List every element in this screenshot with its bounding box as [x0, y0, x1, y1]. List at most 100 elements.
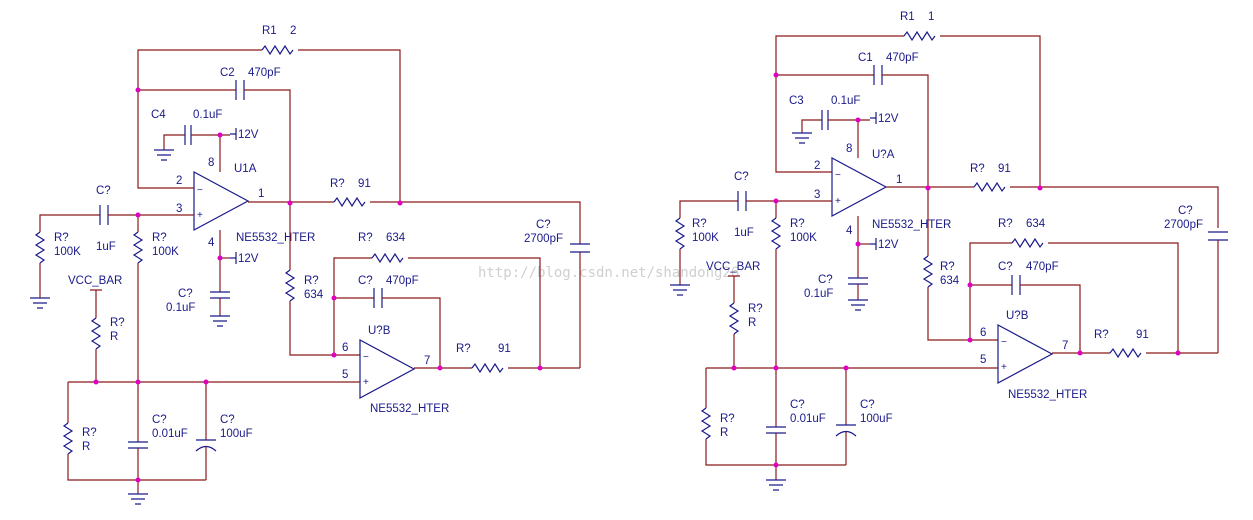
- v12-bot-left: 12V: [238, 253, 259, 265]
- capacitor-cbot-left: [210, 291, 230, 299]
- ub-label-right: U?B: [1006, 310, 1029, 322]
- capacitor-c2700-right: [1208, 231, 1228, 241]
- c2-val-left: 470pF: [248, 67, 281, 79]
- rr2-val-right: R: [720, 427, 728, 439]
- r100b-ref-left: R?: [152, 232, 167, 244]
- opamp-ub-right: [997, 323, 1054, 385]
- resistor-r634a-right: [1011, 237, 1044, 249]
- resistor-rr2-right: [700, 407, 712, 440]
- r1-val-right: 1: [928, 11, 934, 23]
- ne5532-1-right: NE5532_HTER: [872, 219, 951, 231]
- r100a-val-left: 100K: [54, 246, 81, 258]
- c3-ref-right: C3: [789, 95, 804, 107]
- c1-ref-right: C1: [858, 52, 873, 64]
- capacitor-cin-right: [737, 191, 747, 211]
- capacitor-c001-right: [766, 426, 786, 434]
- opamp-ua-right: [831, 156, 888, 218]
- left-circuit: R1 2 C2 470pF C4 0.1uF 12V − + 8 4 2 3 1…: [30, 25, 590, 505]
- resistor-r1-right: [903, 30, 936, 42]
- r91b-ref-right: R?: [1094, 329, 1109, 341]
- r634b-ref-right: R?: [940, 261, 955, 273]
- right-circuit: R1 1 C1 470pF C3 0.1uF 12V − + 8 4 2 3 1…: [670, 11, 1228, 491]
- pin7-right: 7: [1062, 340, 1068, 352]
- r634a-val-left: 634: [386, 232, 406, 244]
- c100u-val-right: 100uF: [860, 413, 893, 425]
- r91a-ref-right: R?: [970, 163, 985, 175]
- r91a-val-left: 91: [358, 178, 371, 190]
- resistor-r634b-left: [284, 269, 296, 302]
- rr2-ref-right: R?: [720, 413, 735, 425]
- r100b-val-left: 100K: [152, 246, 179, 258]
- ne5532-2-right: NE5532_HTER: [1008, 389, 1087, 401]
- r634b-ref-left: R?: [304, 275, 319, 287]
- pin7-left: 7: [424, 355, 430, 367]
- ground-r100a-left: [30, 297, 50, 309]
- resistor-r91a-right: [973, 181, 1006, 193]
- pin2-right: 2: [814, 160, 820, 172]
- cbot-val-right: 0.1uF: [804, 288, 833, 300]
- c4-val-left: 0.1uF: [193, 109, 222, 121]
- vcc-bar-left: VCC_BAR: [68, 275, 122, 287]
- resistor-r1-left: [261, 44, 294, 56]
- supply-12v-top-right: [870, 112, 877, 124]
- ub-minus-left: −: [363, 352, 369, 363]
- capacitor-cbot-right: [848, 277, 868, 285]
- c470b-val-right: 470pF: [1026, 261, 1059, 273]
- cin-val-left: 1uF: [96, 241, 116, 253]
- ub-label-left: U?B: [368, 325, 391, 337]
- ne5532-1-left: NE5532_HTER: [236, 232, 315, 244]
- pin3-right: 3: [814, 189, 820, 201]
- ub-plus-right: +: [1001, 362, 1007, 373]
- r634b-val-left: 634: [304, 289, 324, 301]
- pin8-right: 8: [846, 143, 852, 155]
- ua-label-right: U?A: [872, 149, 895, 161]
- ground-bottom-right: [766, 479, 786, 491]
- c2700-val-left: 2700pF: [524, 233, 563, 245]
- v12-bot-right: 12V: [878, 239, 899, 251]
- c470b-ref-right: C?: [998, 261, 1013, 273]
- resistor-r100a-left: [34, 231, 46, 264]
- rr2-val-left: R: [82, 441, 90, 453]
- resistor-r91b-right: [1109, 347, 1142, 359]
- cin-ref-left: C?: [96, 185, 111, 197]
- r100a-ref-left: R?: [54, 232, 69, 244]
- rr1-ref-left: R?: [110, 317, 125, 329]
- ground-bottom-left: [128, 493, 148, 505]
- c100u-ref-right: C?: [860, 399, 875, 411]
- ground-c4-left: [154, 149, 174, 161]
- c001-ref-left: C?: [152, 414, 167, 426]
- rr1-ref-right: R?: [748, 303, 763, 315]
- v12-top-right: 12V: [878, 113, 899, 125]
- c2-ref-left: C2: [220, 67, 235, 79]
- cin-ref-right: C?: [734, 171, 749, 183]
- r91b-val-right: 91: [1136, 329, 1149, 341]
- c100u-ref-left: C?: [220, 414, 235, 426]
- capacitor-c100u-right: [835, 424, 857, 437]
- pin6-right: 6: [980, 327, 986, 339]
- pin3-left: 3: [176, 203, 182, 215]
- opamp-u1a-left: [193, 170, 250, 232]
- ua-plus-right: +: [835, 196, 841, 207]
- rr1-val-right: R: [748, 317, 756, 329]
- rr2-ref-left: R?: [82, 427, 97, 439]
- ne5532-2-left: NE5532_HTER: [370, 403, 449, 415]
- resistor-r91b-left: [471, 362, 504, 374]
- r1-ref-left: R1: [262, 25, 277, 37]
- u1a-plus-left: +: [197, 210, 203, 221]
- cin-val-right: 1uF: [734, 227, 754, 239]
- c001-val-left: 0.01uF: [152, 428, 188, 440]
- capacitor-c1-right: [873, 65, 883, 85]
- vcc-bar-right: VCC_BAR: [706, 261, 760, 273]
- resistor-rr1-left: [90, 317, 102, 350]
- c2700-ref-right: C?: [1178, 205, 1193, 217]
- pin1-right: 1: [896, 174, 902, 186]
- capacitor-c001-left: [128, 441, 148, 449]
- supply-12v-bot-right: [870, 238, 877, 250]
- capacitor-c2-left: [235, 80, 245, 100]
- c3-val-right: 0.1uF: [831, 95, 860, 107]
- capacitor-c3-right: [821, 110, 829, 130]
- resistor-rr2-left: [62, 422, 74, 455]
- r100a-val-right: 100K: [692, 232, 719, 244]
- r1-val-left: 2: [290, 25, 296, 37]
